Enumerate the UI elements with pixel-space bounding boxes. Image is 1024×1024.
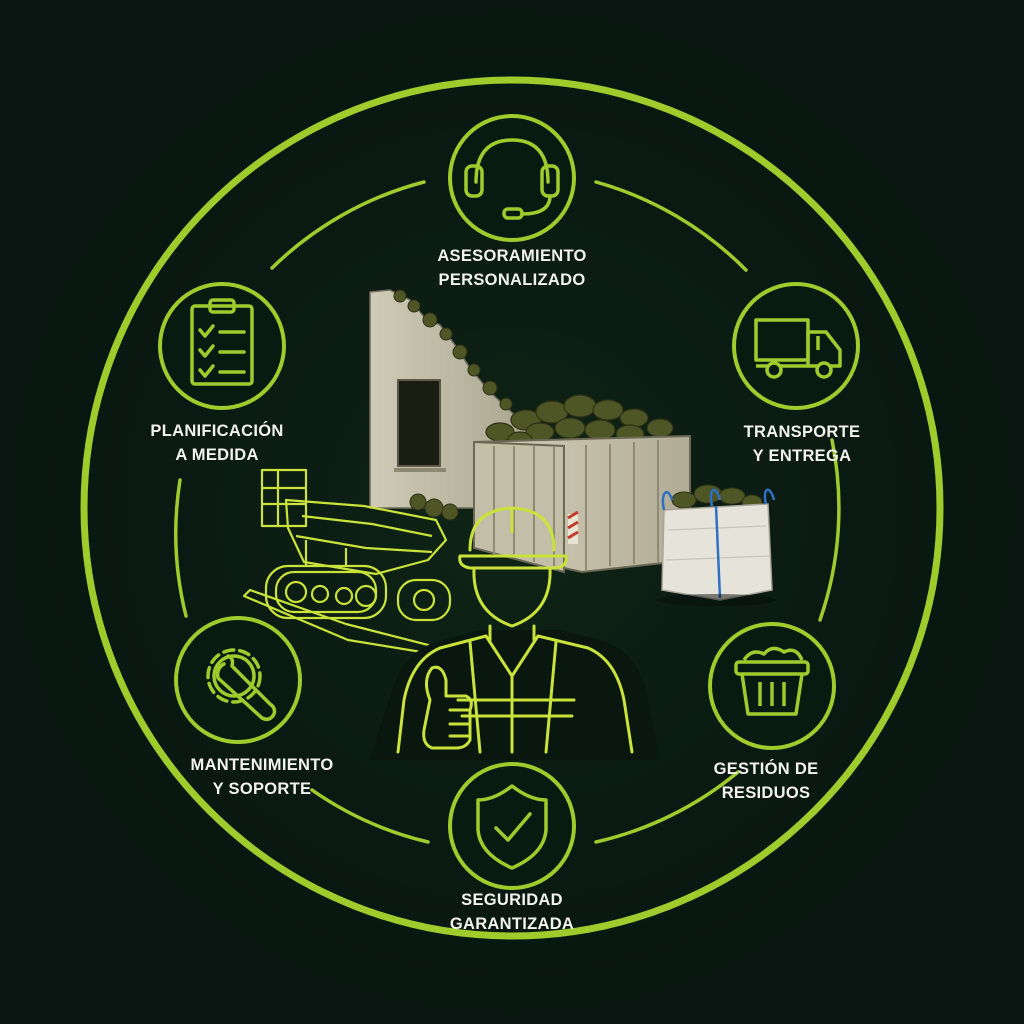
- icon-transporte: [732, 282, 860, 410]
- arc-mantenimiento-planificacion: [174, 478, 188, 618]
- waste-bin-icon: [734, 646, 810, 716]
- icon-mantenimiento: [174, 616, 302, 744]
- outer-ring: [80, 76, 944, 940]
- headset-icon: [464, 138, 560, 220]
- connector-arcs: [174, 180, 841, 844]
- label-line-2: A MEDIDA: [175, 446, 259, 464]
- arc-transporte-residuos: [818, 438, 841, 622]
- label-line-1: ASESORAMIENTO: [437, 247, 587, 265]
- icon-residuos: [708, 622, 836, 750]
- label-line-2: RESIDUOS: [721, 784, 811, 802]
- label-line-2: Y SOPORTE: [212, 780, 312, 798]
- icon-seguridad: [448, 762, 576, 890]
- worker-thumbs-up: [370, 506, 660, 760]
- label-transporte: TRANSPORTE Y ENTREGA: [682, 420, 922, 468]
- label-seguridad: SEGURIDAD GARANTIZADA: [392, 888, 632, 936]
- label-line-1: PLANIFICACIÓN: [150, 422, 284, 440]
- label-line-1: SEGURIDAD: [461, 891, 563, 909]
- icon-planificacion: [158, 282, 286, 410]
- arc-asesoramiento-transporte: [594, 180, 748, 272]
- label-residuos: GESTIÓN DE RESIDUOS: [646, 757, 886, 805]
- label-line-1: MANTENIMIENTO: [190, 756, 334, 774]
- arc-residuos-seguridad: [594, 770, 740, 844]
- arc-seguridad-mantenimiento: [310, 788, 430, 844]
- label-line-2: GARANTIZADA: [449, 915, 575, 933]
- debris-container: [473, 394, 691, 574]
- tracked-dumper: [242, 468, 452, 658]
- truck-icon: [754, 318, 842, 379]
- label-line-1: GESTIÓN DE: [713, 760, 819, 778]
- icon-asesoramiento: [448, 114, 576, 242]
- center-illustration: [242, 289, 776, 760]
- label-line-2: Y ENTREGA: [752, 447, 852, 465]
- label-mantenimiento: MANTENIMIENTO Y SOPORTE: [142, 753, 382, 801]
- bulk-bag: [656, 484, 776, 606]
- label-asesoramiento: ASESORAMIENTO PERSONALIZADO: [392, 244, 632, 292]
- arc-planificacion-asesoramiento: [270, 180, 426, 270]
- shield-check-icon: [476, 784, 548, 870]
- label-planificacion: PLANIFICACIÓN A MEDIDA: [97, 419, 337, 467]
- clipboard-checklist-icon: [190, 298, 254, 386]
- label-line-1: TRANSPORTE: [743, 423, 861, 441]
- gear-wrench-icon: [206, 648, 277, 722]
- label-line-2: PERSONALIZADO: [438, 271, 586, 289]
